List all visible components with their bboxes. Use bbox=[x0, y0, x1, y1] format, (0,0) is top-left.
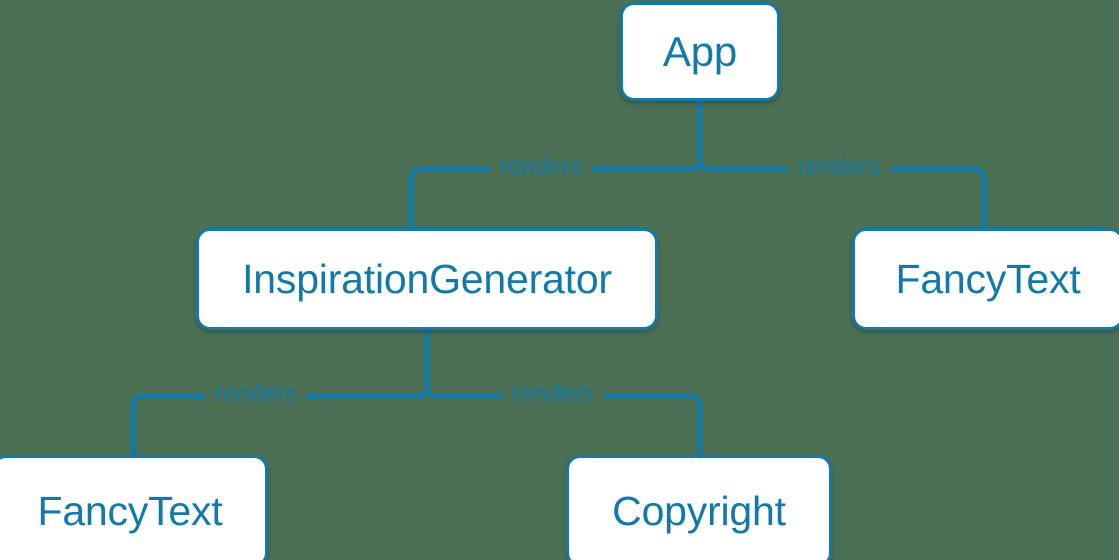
node-fancytext-left[interactable]: FancyText bbox=[0, 455, 268, 560]
edge-label-inspiration-to-copyright: renders bbox=[502, 382, 605, 406]
node-app-label: App bbox=[662, 27, 738, 75]
node-app[interactable]: App bbox=[620, 2, 780, 101]
edge-label-inspiration-to-fancytext-left: renders bbox=[205, 382, 308, 406]
node-fancytext-right-label: FancyText bbox=[895, 255, 1081, 302]
node-copyright-label: Copyright bbox=[612, 487, 786, 534]
node-fancytext-right[interactable]: FancyText bbox=[852, 228, 1119, 330]
node-inspiration-generator[interactable]: InspirationGenerator bbox=[196, 228, 658, 330]
edge-inspiration-to-copyright bbox=[424, 384, 703, 458]
node-fancytext-left-label: FancyText bbox=[37, 487, 223, 534]
node-copyright[interactable]: Copyright bbox=[566, 455, 832, 560]
edge-app-to-fancytext-right bbox=[697, 157, 987, 231]
edge-label-app-to-inspiration: renders bbox=[490, 155, 593, 179]
edge-label-app-to-fancytext-right: renders bbox=[788, 155, 891, 179]
node-inspiration-generator-label: InspirationGenerator bbox=[242, 255, 612, 302]
